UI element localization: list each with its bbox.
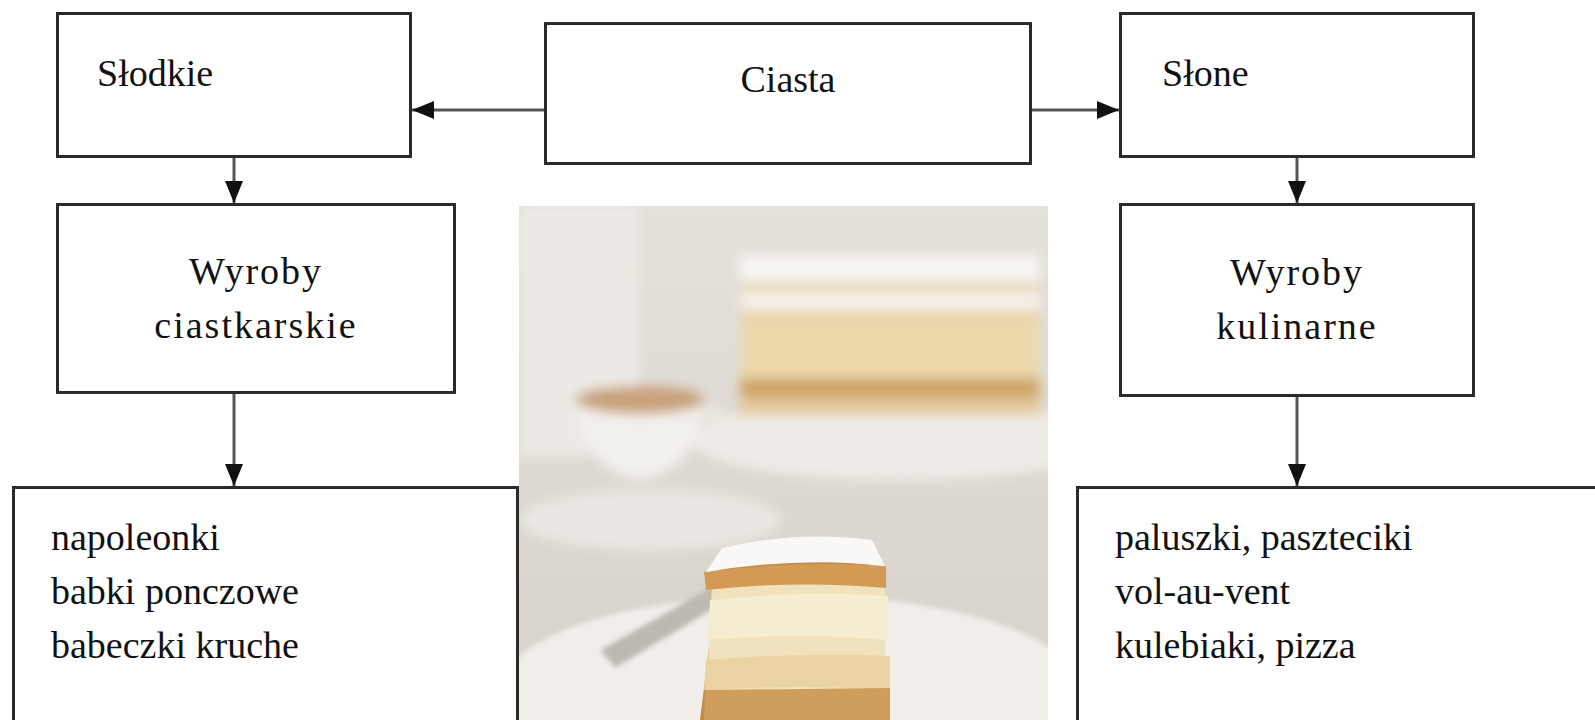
node-text: Wyroby ciastkarskie bbox=[131, 245, 381, 353]
arrow-connector bbox=[233, 158, 236, 203]
node-text: vol-au-vent bbox=[1115, 565, 1290, 619]
group-box: Wyroby ciastkarskie bbox=[56, 203, 456, 394]
node-text: babki ponczowe bbox=[51, 565, 299, 619]
list-box: napoleonkibabki ponczowebabeczki kruche bbox=[12, 486, 519, 720]
arrow-connector bbox=[1032, 109, 1119, 112]
arrow-connector bbox=[1296, 397, 1299, 486]
node-text: napoleonki bbox=[51, 511, 220, 565]
arrow-connector bbox=[1296, 158, 1299, 203]
node-text: paluszki, paszteciki bbox=[1115, 511, 1413, 565]
node-text: Ciasta bbox=[741, 53, 836, 107]
node-text: Wyroby kulinarne bbox=[1177, 246, 1417, 354]
photo-content bbox=[519, 206, 1048, 720]
node-text: babeczki kruche bbox=[51, 619, 299, 673]
cake-slice bbox=[700, 536, 890, 720]
node-text: Słone bbox=[1162, 47, 1249, 101]
group-box: Wyroby kulinarne bbox=[1119, 203, 1475, 397]
node-text: Słodkie bbox=[97, 47, 213, 101]
arrow-connector bbox=[233, 394, 236, 486]
category-box: Słodkie bbox=[56, 12, 412, 158]
node-text: kulebiaki, pizza bbox=[1115, 619, 1356, 673]
list-box: paluszki, pasztecikivol-au-ventkulebiaki… bbox=[1076, 486, 1595, 720]
category-box: Słone bbox=[1119, 12, 1475, 158]
root-box: Ciasta bbox=[544, 22, 1032, 165]
arrow-connector bbox=[412, 109, 544, 112]
